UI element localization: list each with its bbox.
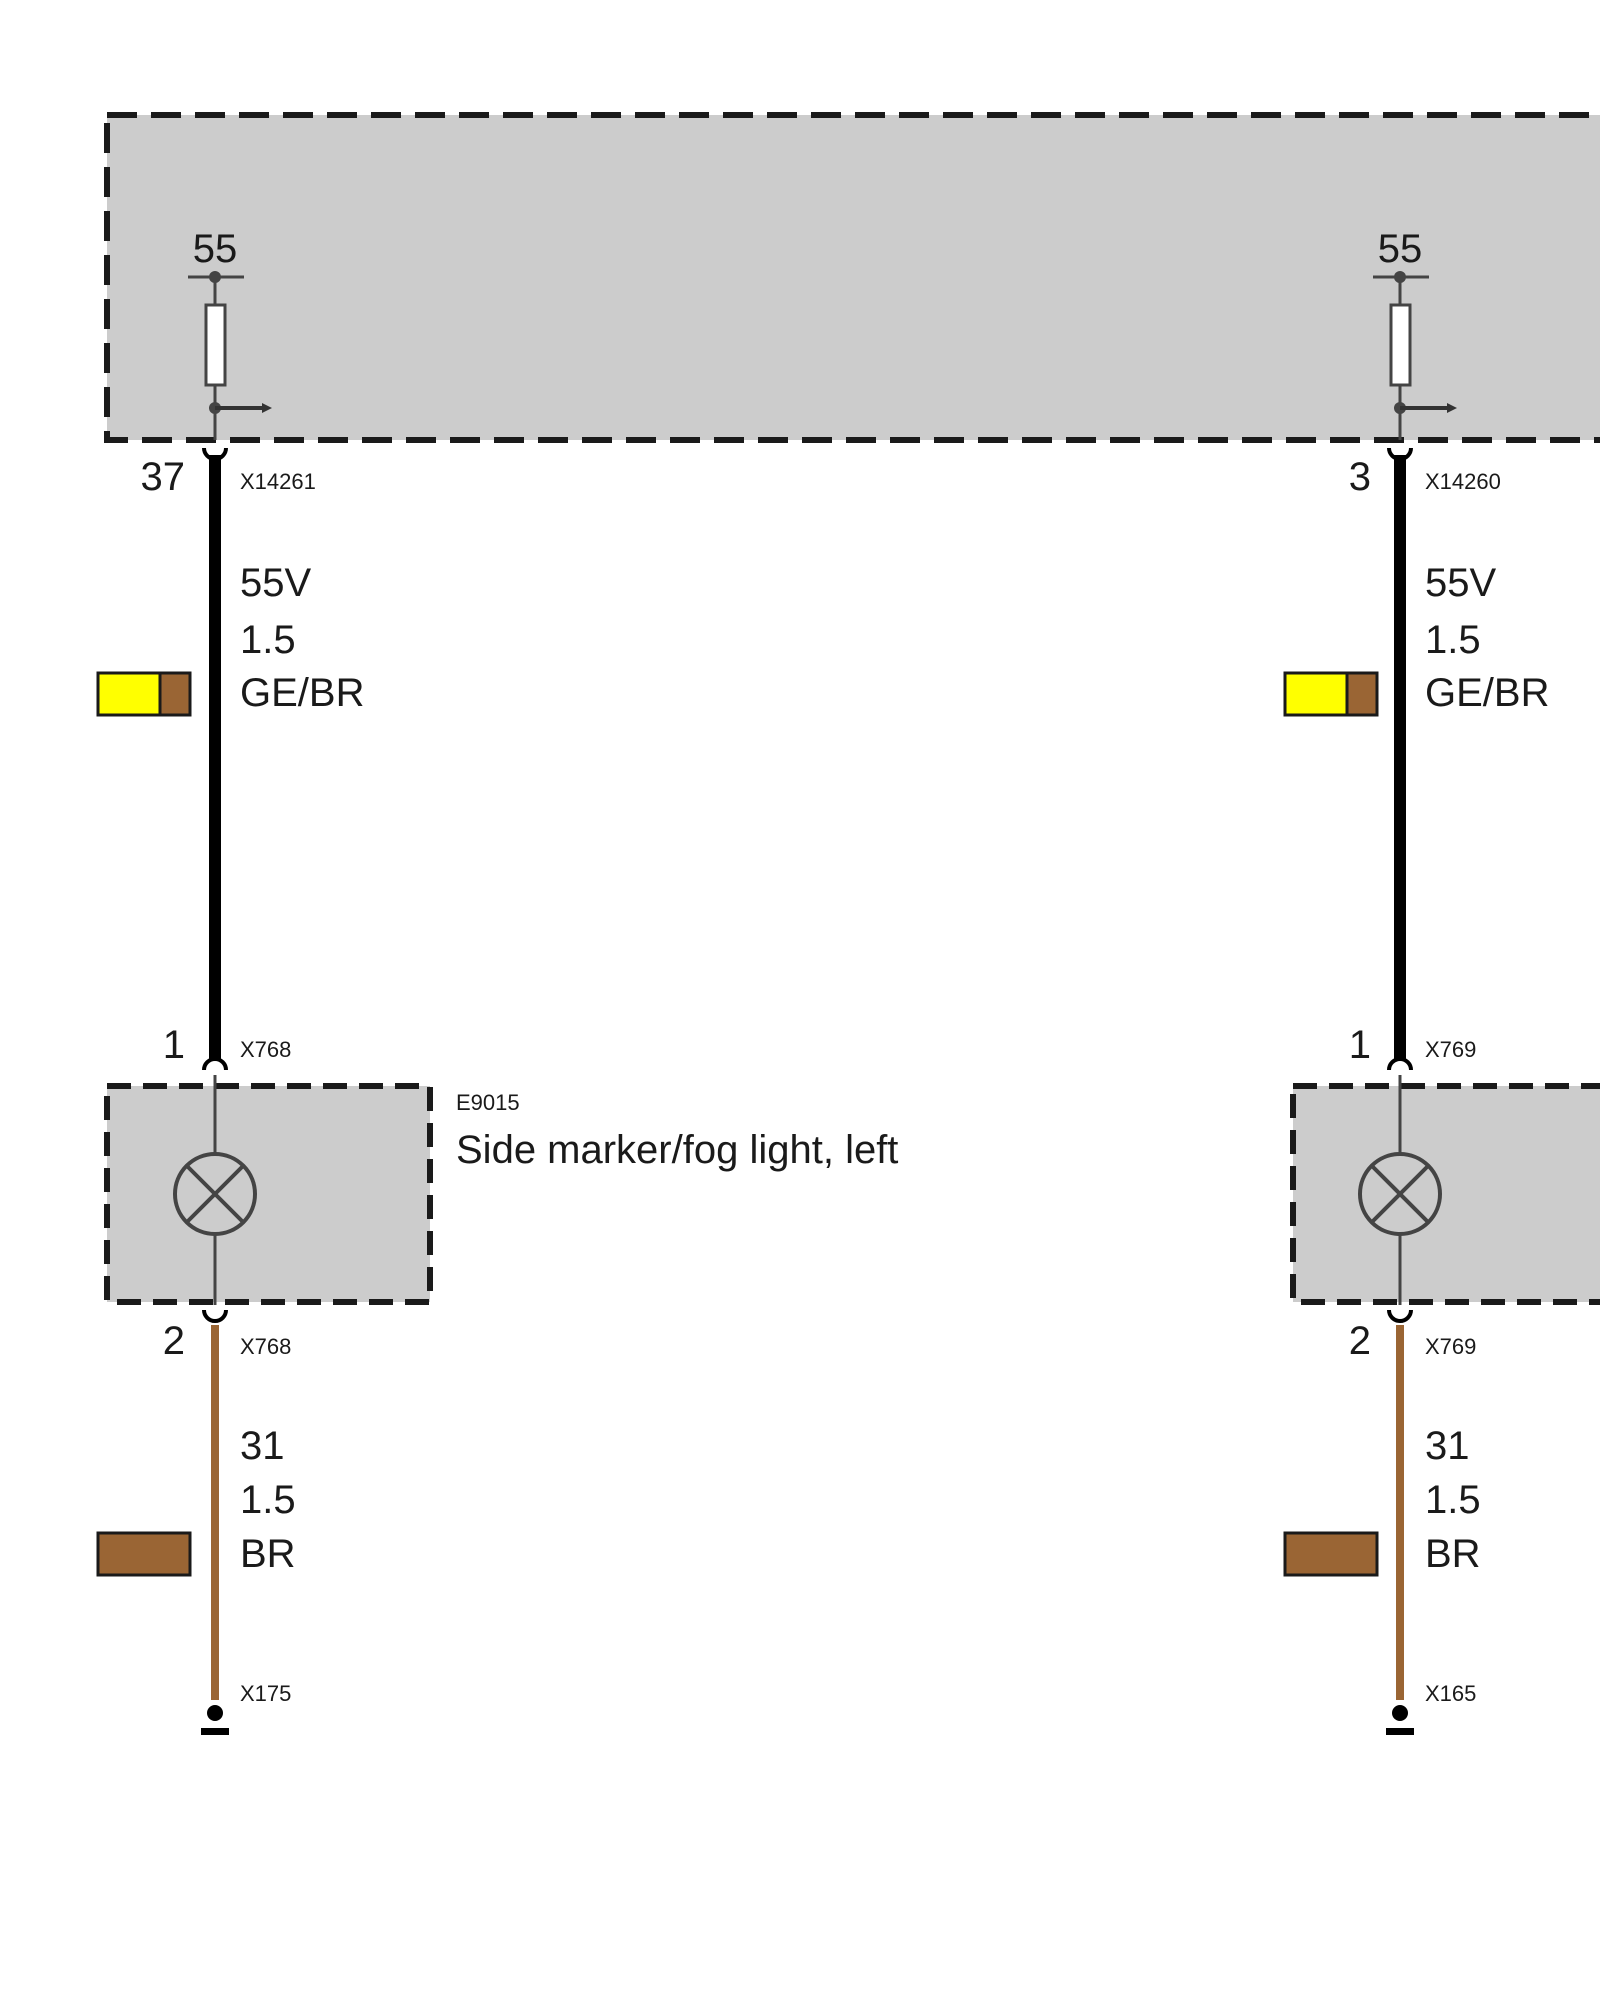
wire-gauge-right: 1.5 [1425, 618, 1481, 662]
fuse-left: 55 [188, 227, 272, 461]
lamp-description-left: Side marker/fog light, left [456, 1128, 898, 1172]
wire-gauge-left: 1.5 [240, 618, 296, 662]
ground-signal-left: 31 [240, 1424, 285, 1468]
ground-signal-right: 31 [1425, 1424, 1470, 1468]
pin-label-lamp-left-top: 1 [163, 1023, 185, 1067]
wire-color-left: GE/BR [240, 671, 364, 715]
wire-color-right: GE/BR [1425, 671, 1549, 715]
ground-point-label-left: X175 [240, 1681, 291, 1706]
pin-label-left-top: 37 [141, 455, 186, 499]
ground-color-right: BR [1425, 1532, 1481, 1576]
color-swatch-br-left [96, 1531, 192, 1577]
wire-signal-left: 55V [240, 561, 311, 605]
terminal-label-left: 55 [193, 227, 238, 271]
color-swatch-ge-br-right [1283, 671, 1379, 717]
lamp-box-left [104, 1083, 433, 1305]
color-swatch-ge-br-left [96, 671, 192, 717]
color-swatch-br-right [1283, 1531, 1379, 1577]
connector-label-left-top: X14261 [240, 469, 316, 494]
pin-label-lamp-right-bottom: 2 [1349, 1319, 1371, 1363]
pin-label-lamp-left-bottom: 2 [163, 1319, 185, 1363]
lamp-box-right [1290, 1083, 1600, 1305]
ground-symbol-right-icon [1386, 1705, 1414, 1735]
control-module-box [104, 112, 1600, 443]
ground-gauge-left: 1.5 [240, 1478, 296, 1522]
ground-point-label-right: X165 [1425, 1681, 1476, 1706]
connector-label-lamp-right-top: X769 [1425, 1037, 1476, 1062]
pin-label-right-top: 3 [1349, 455, 1371, 499]
connector-label-lamp-left-top: X768 [240, 1037, 291, 1062]
ground-gauge-right: 1.5 [1425, 1478, 1481, 1522]
connector-label-lamp-right-bottom: X769 [1425, 1334, 1476, 1359]
ground-symbol-left-icon [201, 1705, 229, 1735]
connector-label-right-top: X14260 [1425, 469, 1501, 494]
terminal-label-right: 55 [1378, 227, 1423, 271]
fuse-right: 55 [1373, 227, 1457, 461]
pin-label-lamp-right-top: 1 [1349, 1023, 1371, 1067]
lamp-id-left: E9015 [456, 1090, 520, 1115]
wire-signal-right: 55V [1425, 561, 1496, 605]
connector-label-lamp-left-bottom: X768 [240, 1334, 291, 1359]
ground-color-left: BR [240, 1532, 296, 1576]
